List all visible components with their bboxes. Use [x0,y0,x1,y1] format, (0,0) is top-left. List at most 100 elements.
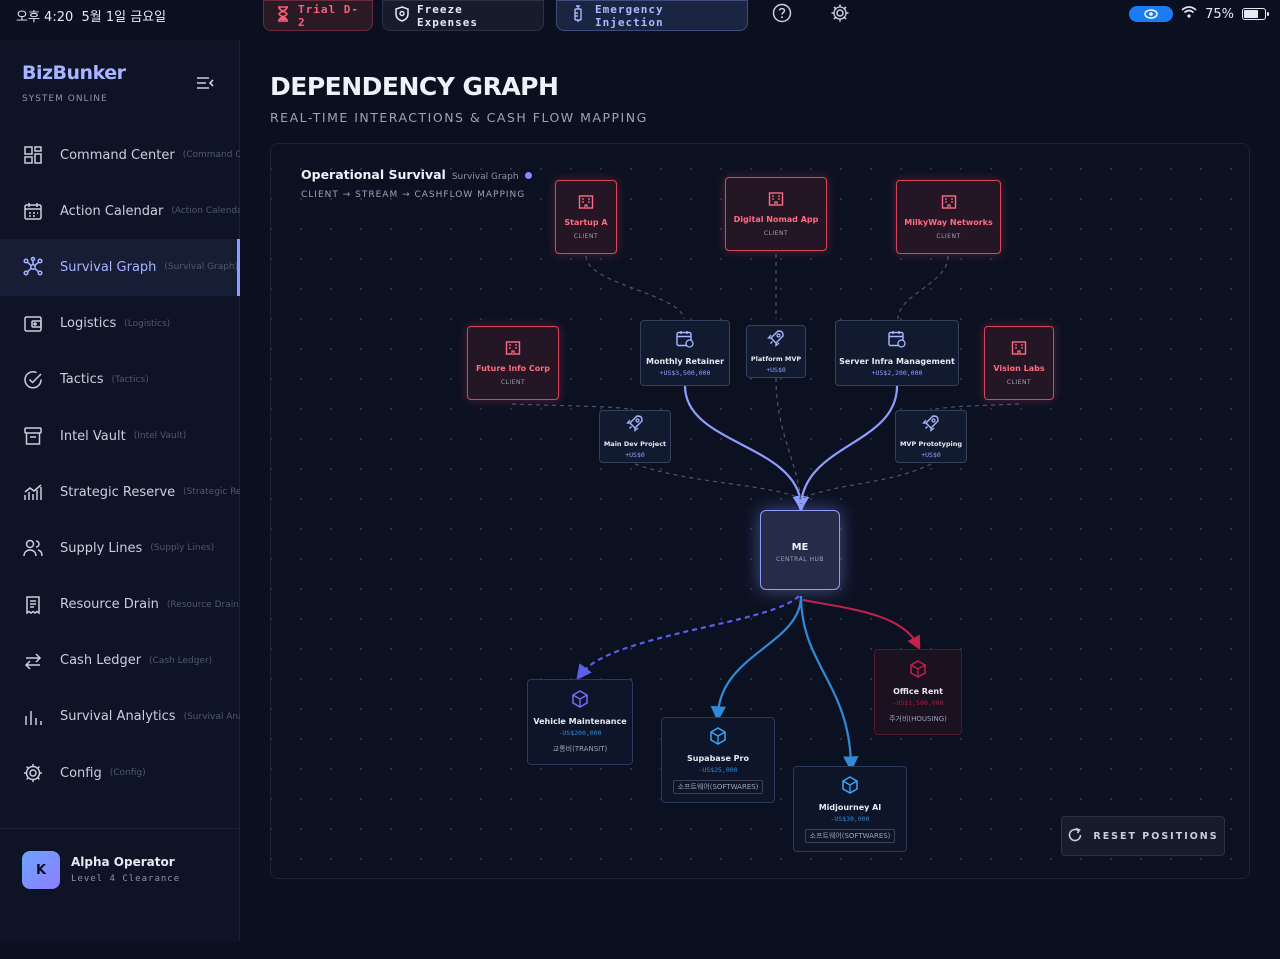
graph-status-dot [524,172,532,179]
sidebar-item-survival-analytics[interactable]: Survival Analytics(Survival Analytics) [0,689,240,745]
client-tag: CLIENT [763,230,789,237]
sidebar-item-survival-graph[interactable]: Survival Graph(Survival Graph) [0,239,240,296]
brand-logo[interactable]: BizBunker [22,62,126,84]
link-hub-vehicle [576,595,800,681]
emergency-label: Emergency Injection [595,2,664,29]
reset-positions-button[interactable]: RESET POSITIONS [1061,816,1225,856]
sidebar-item-action-calendar[interactable]: Action Calendar(Action Calendar) [0,183,240,239]
sidebar-item-config[interactable]: Config(Config) [0,745,240,801]
stream-node-monthly-retainer[interactable]: Monthly Retainer +US$3,500,000 [640,320,730,386]
client-label: MilkyWay Networks [904,218,993,227]
trend-chart-icon [22,481,44,503]
client-tag: CLIENT [500,379,526,386]
battery-icon [1242,8,1269,20]
dashboard-icon [22,144,44,166]
expense-amount: -US$1,500,000 [892,699,944,707]
sidebar-item-supply-lines[interactable]: Supply Lines(Supply Lines) [0,520,240,576]
expense-amount: -US$25,000 [698,766,738,774]
sidebar-item-sublabel: (Cash Ledger) [149,655,213,666]
sidebar-nav: Command Center(Command Center)Action Cal… [0,127,240,801]
client-node-milkyway-networks[interactable]: MilkyWay Networks CLIENT [896,180,1001,254]
collapse-sidebar-icon[interactable] [194,74,216,92]
shield-lock-icon [395,6,409,25]
battery-fill [1244,10,1258,18]
sidebar-item-sublabel: (Survival Analytics) [183,711,240,722]
stream-label: Server Infra Management [839,357,955,366]
cube-icon [570,689,590,713]
client-node-digital-nomad-app[interactable]: Digital Nomad App CLIENT [725,177,827,251]
expense-category: 교통비(TRANSIT) [552,745,608,753]
expense-node-vehicle-maintenance[interactable]: Vehicle Maintenance -US$200,000 교통비(TRAN… [527,679,633,765]
freeze-expenses-button[interactable]: Freeze Expenses [382,0,544,31]
expense-label: Office Rent [893,687,943,696]
expense-label: Vehicle Maintenance [533,717,627,726]
emergency-injection-button[interactable]: Emergency Injection [556,0,748,31]
client-node-vision-labs[interactable]: Vision Labs CLIENT [984,326,1054,400]
user-profile[interactable]: K Alpha Operator Level 4 Clearance [0,828,240,941]
sidebar-item-cash-ledger[interactable]: Cash Ledger(Cash Ledger) [0,633,240,689]
link-mvp-hub [800,463,932,500]
building-icon [578,194,594,214]
client-node-startup-a[interactable]: Startup A CLIENT [555,180,617,254]
stream-amount: +US$0 [766,366,786,374]
sidebar-item-sublabel: (Command Center) [182,150,240,161]
sidebar-item-label: Action Calendar [60,203,164,219]
settings-gear-icon[interactable] [829,2,851,24]
link-hub-office [802,599,921,651]
help-icon[interactable] [771,2,793,24]
building-icon [505,340,521,360]
client-node-future-info-corp[interactable]: Future Info Corp CLIENT [467,326,559,400]
sidebar-item-sublabel: (Survival Graph) [164,262,239,273]
cube-icon [708,726,728,750]
calendar-refresh-icon [675,329,695,353]
stream-node-server-infra[interactable]: Server Infra Management +US$2,200,000 [835,320,959,386]
central-hub-node[interactable]: ME CENTRAL HUB [760,510,840,590]
sidebar-item-command-center[interactable]: Command Center(Command Center) [0,127,240,183]
sidebar-item-intel-vault[interactable]: Intel Vault(Intel Vault) [0,408,240,464]
avatar[interactable]: K [22,851,60,889]
archive-icon [22,425,44,447]
sidebar-item-tactics[interactable]: Tactics(Tactics) [0,352,240,408]
users-icon [22,537,44,559]
stream-node-platform-mvp[interactable]: Platform MVP +US$0 [746,325,806,378]
graph-links [511,254,1020,772]
expense-amount: -US$30,000 [830,815,870,823]
sidebar-item-label: Logistics [60,316,117,332]
sidebar-item-resource-drain[interactable]: Resource Drain(Resource Drain) [0,577,240,633]
battery-percent: 75% [1205,6,1234,22]
vpn-icon [1129,6,1174,22]
client-label: Digital Nomad App [733,215,819,224]
page-title: DEPENDENCY GRAPH [270,72,559,101]
sidebar-item-strategic-reserve[interactable]: Strategic Reserve(Strategic Reserve) [0,464,240,520]
expense-node-midjourney-ai[interactable]: Midjourney AI -US$30,000 소프트웨어(SOFTWARES… [793,766,907,852]
sidebar: BizBunker SYSTEM ONLINE Command Center(C… [0,40,240,941]
stream-node-main-dev-project[interactable]: Main Dev Project +US$0 [599,410,671,463]
link-retainer-hub [683,385,809,512]
calendar-refresh-icon [887,329,907,353]
status-date: 5월 1일 금요일 [81,10,167,25]
system-status: SYSTEM ONLINE [22,94,108,104]
sidebar-item-logistics[interactable]: Logistics (Logistics) [0,296,240,352]
stream-node-mvp-prototyping[interactable]: MVP Prototyping +US$0 [895,410,967,463]
trial-button[interactable]: Trial D-2 [263,0,373,31]
link-hub-midjourney [799,595,859,772]
expense-node-supabase-pro[interactable]: Supabase Pro -US$25,000 소프트웨어(SOFTWARES) [661,717,775,803]
expense-category: 주거비(HOUSING) [889,715,947,723]
rocket-icon [626,414,644,436]
rocket-icon [767,329,785,351]
client-tag: CLIENT [1006,379,1032,386]
expense-node-office-rent[interactable]: Office Rent -US$1,500,000 주거비(HOUSING) [874,649,962,735]
stream-label: Platform MVP [750,355,802,363]
stream-amount: +US$3,500,000 [659,369,711,377]
client-label: Vision Labs [993,364,1045,373]
calendar-icon [22,200,44,222]
link-startup-retainer [585,255,685,320]
sidebar-item-sublabel: (Logistics) [124,318,171,329]
graph-subtitle: CLIENT → STREAM → CASHFLOW MAPPING [301,190,526,200]
status-time-date: 오후 4:20 5월 1일 금요일 [16,6,166,25]
bar-chart-icon [22,706,44,728]
sidebar-item-sublabel: (Intel Vault) [133,431,187,442]
link-milkyway-server [897,255,949,320]
sidebar-item-label: Strategic Reserve [60,484,176,500]
